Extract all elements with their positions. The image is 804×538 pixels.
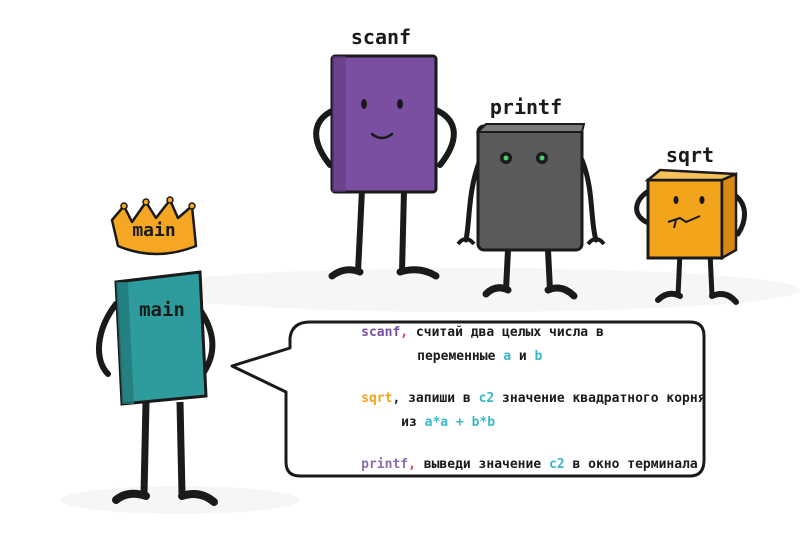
main-body <box>114 270 208 406</box>
printf-label: printf <box>490 95 562 119</box>
var-b: b <box>535 349 543 364</box>
speech-bubble <box>230 320 706 478</box>
printf-body <box>476 124 584 252</box>
sqrt-body <box>646 178 724 260</box>
var-a: a <box>503 349 511 364</box>
crown <box>110 198 198 256</box>
crown-label: main <box>132 220 175 241</box>
scanf-label: scanf <box>351 25 411 49</box>
speech-line-3: sqrt, запиши в c2 значение квадратного к… <box>322 391 729 406</box>
speech-line-5: printf, выведи значение c2 в окно термин… <box>322 457 721 472</box>
speech-line-1: scanf, считай два целых числа в <box>322 325 627 340</box>
punct: , <box>400 325 408 340</box>
scanf-body <box>330 54 438 194</box>
fn-printf: printf <box>361 457 408 472</box>
expr: a*a + b*b <box>425 415 496 430</box>
sqrt-character <box>634 168 747 305</box>
speech-line-2: переменные a и b <box>378 349 566 364</box>
speech-line-4: из a*a + b*b <box>362 415 519 430</box>
main-label: main <box>139 299 185 321</box>
var-c2: c2 <box>479 391 495 406</box>
fn-sqrt: sqrt <box>361 391 392 406</box>
var-c2: c2 <box>549 457 565 472</box>
sqrt-label: sqrt <box>666 143 714 167</box>
scanf-character <box>313 54 457 280</box>
fn-scanf: scanf <box>361 325 400 340</box>
printf-character <box>456 123 606 300</box>
main-character <box>96 196 218 506</box>
